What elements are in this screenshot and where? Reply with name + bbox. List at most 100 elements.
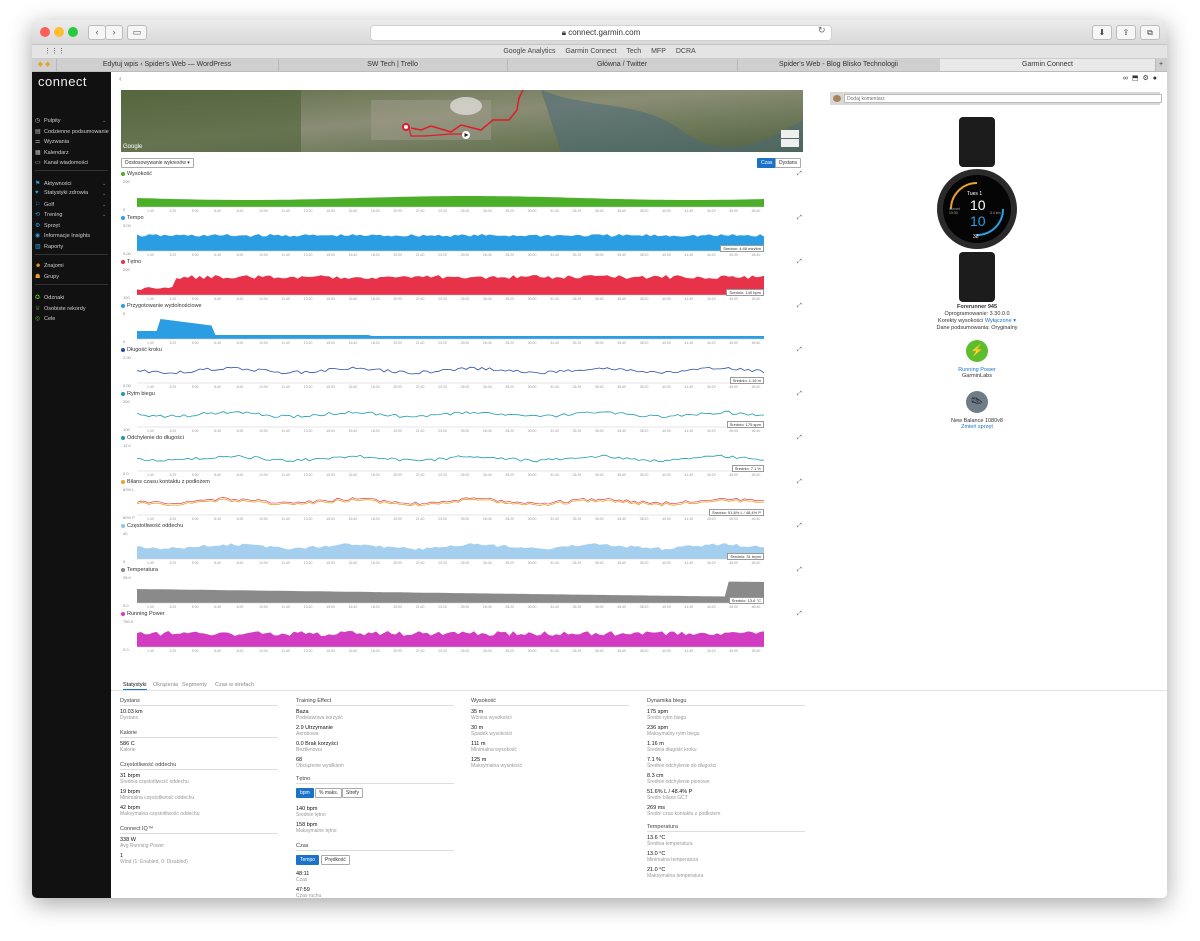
change-gear-link[interactable]: Zmień sprzęt [961, 424, 993, 430]
glasses-icon[interactable]: ∞ [1122, 75, 1132, 82]
back-arrow-icon[interactable]: ‹ [119, 74, 122, 83]
sidebar-item-13[interactable]: ☗Grupy [35, 273, 59, 280]
sidebar-item-1[interactable]: ▤Codzienne podsumowanie [35, 128, 109, 135]
chevron-down-icon[interactable]: ⌄ [102, 212, 107, 218]
bookmark-google-analytics[interactable]: Google Analytics [503, 48, 556, 55]
expand-chart-icon[interactable]: ⤢ [797, 259, 802, 265]
avatar[interactable]: ● [1152, 75, 1161, 82]
pace-speed-button-1[interactable]: Prędkość [321, 855, 350, 865]
expand-chart-icon[interactable]: ⤢ [797, 479, 802, 485]
chevron-down-icon[interactable]: ⌄ [102, 202, 107, 208]
bookmark-garmin-connect[interactable]: Garmin Connect [565, 48, 617, 55]
elevation-corr-dropdown[interactable]: Wyłączone ▾ [984, 318, 1016, 324]
settings-icon[interactable]: ⚙ [1142, 75, 1153, 82]
tabs-overview-icon[interactable]: ⧉ [1140, 25, 1160, 40]
share-icon[interactable]: ⇪ [1116, 25, 1136, 40]
grid-icon[interactable]: ⋮⋮⋮ [44, 48, 65, 55]
sidebar-item-3[interactable]: ▦Kalendarz [35, 149, 69, 156]
x-tick-label: 23:20 [438, 341, 447, 345]
sidebar-item-6[interactable]: ♥Statystyki zdrowia [35, 190, 88, 196]
sidebar-item-15[interactable]: ♕Osobiste rekordy [35, 305, 86, 312]
x-tick-label: 16:40 [348, 209, 358, 213]
chart-plot-2[interactable] [137, 269, 764, 297]
chart-plot-5[interactable] [137, 401, 764, 429]
expand-chart-icon[interactable]: ⤢ [797, 347, 802, 353]
expand-chart-icon[interactable]: ⤢ [797, 523, 802, 529]
tab-garmin-connect[interactable]: Garmin Connect [940, 59, 1156, 71]
x-tick-label: 26:40 [482, 253, 492, 257]
sidebar-item-10[interactable]: ◉Informacje Insights [35, 232, 90, 239]
lock-icon: 🔒︎ [561, 28, 566, 37]
toggle-distance-button[interactable]: Dystans [775, 158, 802, 168]
tab-twitter[interactable]: Główna / Twitter [507, 59, 738, 71]
stats-tab-3[interactable]: Czas w strefach [215, 682, 255, 688]
customize-charts-button[interactable]: Dostosowywanie wykresów ▾ [121, 158, 194, 168]
sidebar-item-11[interactable]: ▥Raporty [35, 243, 63, 250]
time-title: Czas [296, 843, 309, 849]
chevron-down-icon[interactable]: ⌄ [102, 181, 107, 187]
download-icon[interactable]: ⬇ [1092, 25, 1112, 40]
chevron-down-icon[interactable]: ⌄ [102, 118, 107, 124]
back-icon[interactable]: ‹ [88, 25, 106, 40]
expand-chart-icon[interactable]: ⤢ [797, 215, 802, 221]
connect-logo[interactable]: connect [38, 74, 88, 89]
expand-chart-icon[interactable]: ⤢ [797, 435, 802, 441]
route-map[interactable]: Google [121, 90, 803, 152]
tab-wordpress[interactable]: Edytuj wpis ‹ Spider's Web — WordPress [56, 59, 279, 71]
new-tab-icon[interactable]: + [1158, 61, 1164, 68]
bookmark-tech[interactable]: Tech [626, 48, 642, 55]
sidebar-item-8[interactable]: ⟲Trening [35, 211, 62, 218]
minimize-window-icon[interactable] [54, 27, 64, 37]
sidebar-item-5[interactable]: ⚑Aktywności [35, 180, 72, 187]
sidebar-item-0[interactable]: ◷Pulpity [35, 117, 61, 124]
chart-plot-9[interactable] [137, 577, 764, 605]
expand-chart-icon[interactable]: ⤢ [797, 171, 802, 177]
expand-chart-icon[interactable]: ⤢ [797, 303, 802, 309]
close-window-icon[interactable] [40, 27, 50, 37]
stats-tab-1[interactable]: Okrążenia [153, 682, 179, 688]
sidebar-item-16[interactable]: ◎Cele [35, 315, 55, 322]
x-tick-label: 13:20 [303, 517, 313, 521]
chart-plot-6[interactable] [137, 445, 764, 473]
x-tick-label: 40:00 [662, 517, 671, 521]
stats-tab-2[interactable]: Segmenty [182, 682, 207, 688]
chevron-down-icon[interactable]: ⌄ [102, 191, 107, 197]
hr-unit-button-0[interactable]: bpm [296, 788, 314, 798]
tab-trello[interactable]: SW Tech | Trello [278, 59, 508, 71]
chart-plot-0[interactable] [137, 181, 764, 209]
chart-plot-1[interactable] [137, 225, 764, 253]
sidebar-item-2[interactable]: ⚌Wyzwania [35, 138, 69, 145]
chart-plot-10[interactable] [137, 621, 764, 649]
hr-unit-button-1[interactable]: % maks. [315, 788, 343, 798]
sidebar-item-7[interactable]: ⚐Golf [35, 201, 54, 208]
sidebar-item-12[interactable]: ☻Znajomi [35, 263, 64, 269]
expand-chart-icon[interactable]: ⤢ [797, 567, 802, 573]
url-bar[interactable]: 🔒︎ connect.garmin.com [370, 25, 832, 41]
chart-plot-4[interactable] [137, 357, 764, 385]
expand-chart-icon[interactable]: ⤢ [797, 391, 802, 397]
reload-icon[interactable]: ↻ [818, 25, 826, 35]
bookmark-mfp[interactable]: MFP [651, 48, 666, 55]
y-tick-min: 100 [123, 427, 130, 432]
sidebar-toggle-icon[interactable]: ▭ [127, 25, 147, 40]
pinned-tab[interactable]: ◆ ◆ [32, 59, 57, 71]
export-icon[interactable]: ⬒ [1131, 75, 1143, 82]
hr-unit-button-2[interactable]: Strefy [342, 788, 364, 798]
maximize-window-icon[interactable] [68, 27, 78, 37]
sidebar-item-4[interactable]: ▭Kanał wiadomości [35, 159, 88, 166]
sidebar-item-14[interactable]: ✪Odznaki [35, 294, 64, 301]
forward-icon[interactable]: › [105, 25, 123, 40]
app-name[interactable]: Running Power [958, 367, 996, 373]
pace-speed-button-0[interactable]: Tempo [296, 855, 320, 865]
comment-input[interactable] [844, 94, 1162, 103]
chart-plot-8[interactable] [137, 533, 764, 561]
stats-tab-0[interactable]: Statystyki [123, 682, 147, 690]
bookmark-dcra[interactable]: DCRA [675, 48, 696, 55]
sidebar-item-9[interactable]: ⚙Sprzęt [35, 222, 60, 229]
running-power-app-icon[interactable]: ⚡ [966, 340, 988, 362]
expand-chart-icon[interactable]: ⤢ [797, 611, 802, 617]
toggle-time-button[interactable]: Czas [757, 158, 777, 168]
tab-spiders-web[interactable]: Spider's Web - Blog Blisko Technologii [737, 59, 941, 71]
chart-plot-3[interactable] [137, 313, 764, 341]
chart-plot-7[interactable] [137, 489, 764, 517]
